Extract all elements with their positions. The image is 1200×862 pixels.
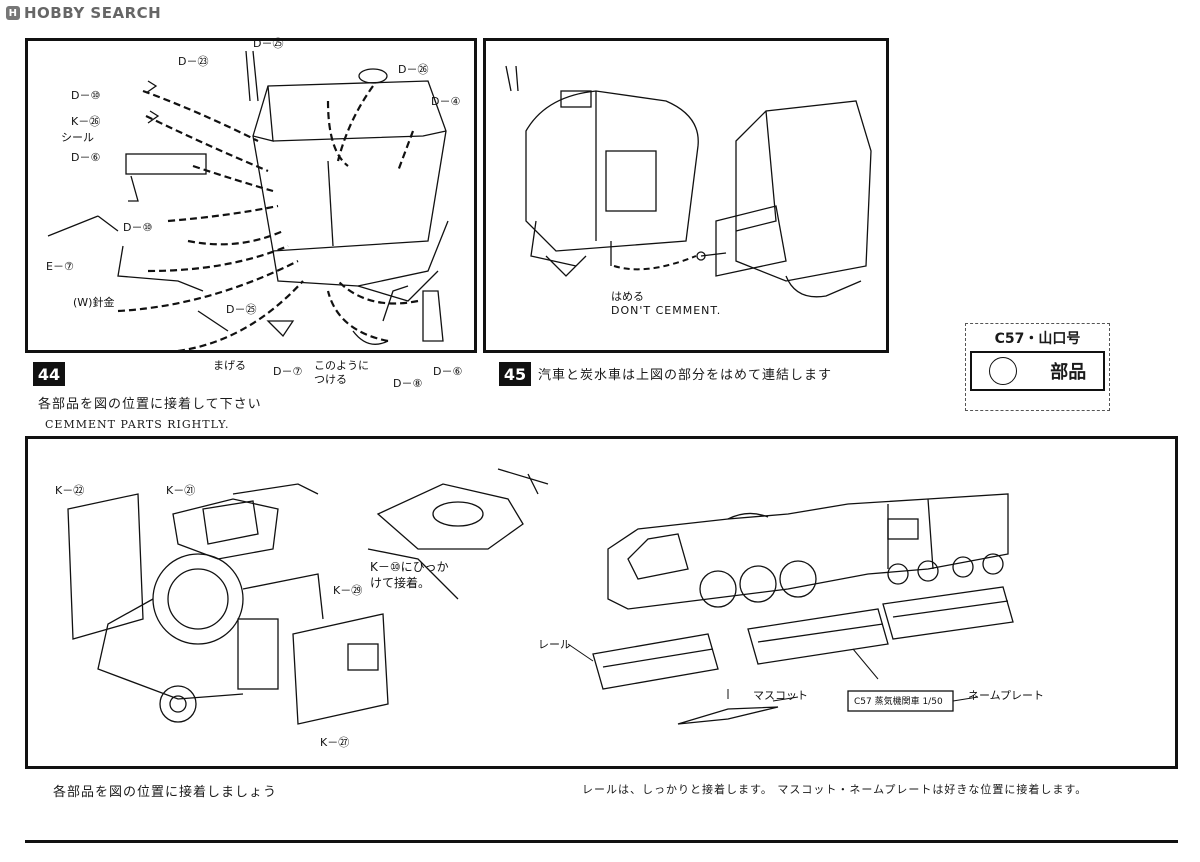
- label-bend: まげる: [213, 359, 246, 372]
- final-caption-right: レールは、しっかりと接着します。 マスコット・ネームプレートは好きな位置に接着し…: [582, 783, 1088, 796]
- label-k10-hook: K－⑩にひっか けて接着。: [370, 560, 449, 590]
- label-nameplate: ネームプレート: [968, 689, 1045, 702]
- label-d8: D－⑧: [393, 377, 423, 390]
- label-k27: K－㉗: [320, 736, 350, 749]
- step-44-caption-en: CEMMENT PARTS RIGHTLY.: [45, 418, 230, 431]
- label-d4: D－④: [431, 95, 461, 108]
- step-44-caption-jp: 各部品を図の位置に接着して下さい: [38, 397, 262, 412]
- final-caption-left: 各部品を図の位置に接着しましょう: [53, 785, 278, 800]
- parts-inner-box: 部品: [970, 351, 1105, 391]
- step-44-panel: D－㉓ D－㉕ D－㉖ D－④ D－⑩ K－㉖ シール D－⑥ D－⑩ E－⑦ …: [25, 37, 477, 390]
- label-k29: K－㉙: [333, 584, 363, 597]
- fit-label: はめる: [611, 290, 644, 303]
- label-mascot: マスコット: [753, 689, 808, 702]
- label-d23: D－㉓: [178, 55, 209, 68]
- nameplate-text: C57 蒸気機関車 1/50: [854, 697, 943, 707]
- label-d10-b: D－⑩: [123, 221, 153, 234]
- step-45-badge: 45: [499, 362, 531, 386]
- parts-label-box: C57・山口号 部品: [965, 323, 1110, 411]
- final-assembly-illustration: [67, 468, 1014, 725]
- label-k26: K－㉖: [71, 115, 101, 128]
- dont-cement-label: DON'T CEMMENT.: [611, 304, 722, 317]
- label-attach: このように つける: [314, 359, 369, 386]
- step-45-caption-jp: 汽車と炭水車は上図の部分をはめて連結します: [538, 368, 833, 383]
- empty-circle-icon: [988, 357, 1017, 385]
- label-k21: K－㉑: [166, 484, 196, 497]
- label-d7: D－⑦: [273, 365, 303, 378]
- parts-word: 部品: [1050, 362, 1087, 383]
- label-d6-a: D－⑥: [71, 151, 101, 164]
- watermark-text: HOBBY SEARCH: [24, 4, 162, 22]
- watermark: H HOBBY SEARCH: [6, 4, 161, 22]
- label-e7: E－⑦: [46, 260, 74, 273]
- step-44-illustration: [47, 50, 449, 350]
- label-d6-b: D－⑥: [433, 365, 463, 378]
- step-44-badge: 44: [33, 362, 65, 386]
- step-45-panel: はめる DON'T CEMMENT.: [483, 38, 889, 353]
- parts-title: C57・山口号: [994, 331, 1081, 347]
- label-d10-a: D－⑩: [71, 89, 101, 102]
- label-seal: シール: [61, 131, 94, 144]
- watermark-logo-icon: H: [6, 6, 20, 20]
- bottom-rule: [25, 840, 1178, 843]
- step-45-illustration: [505, 65, 872, 298]
- label-k22: K－㉒: [55, 484, 85, 497]
- label-d26: D－㉖: [398, 63, 429, 76]
- label-rail: レール: [538, 638, 571, 651]
- label-wire: (W)針金: [73, 296, 115, 309]
- label-d25-bottom: D－㉕: [226, 303, 257, 316]
- label-d25-top: D－㉕: [253, 37, 284, 50]
- final-assembly-panel: K－㉒ K－㉑ K－⑩にひっか けて接着。 K－㉙ K－㉗ レール マスコット …: [25, 436, 1178, 769]
